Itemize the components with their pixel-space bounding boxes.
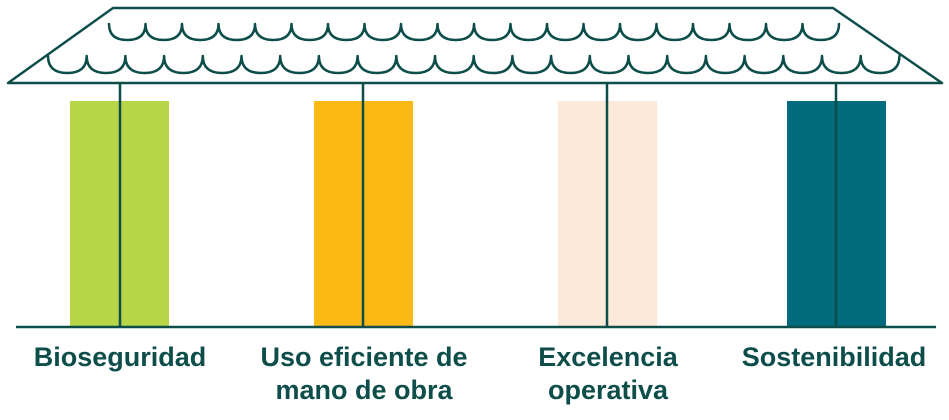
label-bioseguridad: Bioseguridad <box>20 341 220 374</box>
label-uso-eficiente: Uso eficiente de mano de obra <box>238 341 490 407</box>
label-sostenibilidad: Sostenibilidad <box>722 341 946 374</box>
label-uso-eficiente-line2: mano de obra <box>275 375 453 405</box>
label-bioseguridad-line1: Bioseguridad <box>33 342 207 372</box>
label-excelencia: Excelencia operativa <box>510 341 706 407</box>
roof-outline <box>6 6 944 85</box>
label-sostenibilidad-line1: Sostenibilidad <box>741 342 927 372</box>
label-excelencia-line1: Excelencia <box>538 342 678 372</box>
label-excelencia-line2: operativa <box>547 375 669 405</box>
roof-shingle-row-1 <box>107 22 841 42</box>
roof-shingle-row-2 <box>46 54 901 75</box>
roof <box>6 6 944 85</box>
label-uso-eficiente-line1: Uso eficiente de <box>260 342 468 372</box>
